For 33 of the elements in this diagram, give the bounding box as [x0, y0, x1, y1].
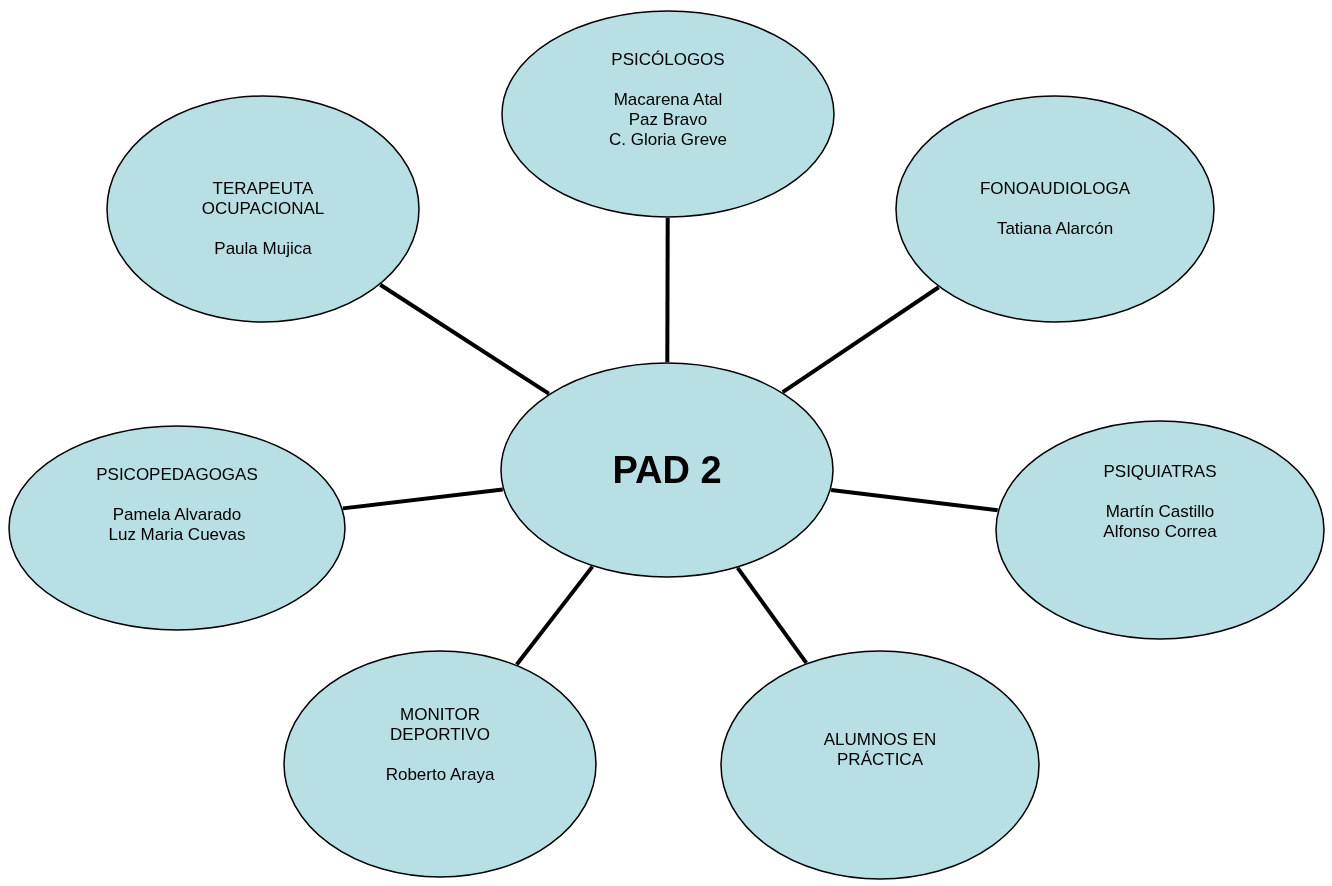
node-heading: ALUMNOS EN PRÁCTICA [822, 730, 938, 770]
person-name: Tatiana Alarcón [996, 219, 1114, 239]
person-name: Roberto Araya [385, 765, 495, 785]
ellipse-node [106, 95, 420, 323]
connector-line [665, 218, 670, 362]
node-heading: PSICOPEDAGOGAS [95, 465, 259, 485]
connector-line [781, 285, 940, 394]
node-title: PAD 2 [612, 448, 722, 492]
ellipse-node [8, 425, 346, 631]
ellipse-node [501, 10, 835, 218]
ellipse-node [500, 362, 834, 578]
ellipse-node [720, 650, 1040, 880]
person-name: Luz Maria Cuevas [108, 525, 246, 545]
person-name: Paz Bravo [628, 110, 708, 130]
connector-line [515, 565, 594, 666]
connector-line [379, 283, 550, 396]
ellipse-node [283, 650, 597, 878]
node-heading: PSICÓLOGOS [610, 50, 726, 70]
node-heading: TERAPEUTA OCUPACIONAL [200, 179, 326, 219]
node-heading: PSIQUIATRAS [1102, 462, 1218, 482]
connector-line [342, 487, 503, 511]
ellipse-node [895, 95, 1215, 323]
ellipse-node [995, 420, 1325, 640]
node-heading: FONOAUDIOLOGA [978, 179, 1132, 199]
connector-line [830, 488, 998, 513]
person-name: Pamela Alvarado [112, 505, 242, 525]
person-name: Martín Castillo [1105, 502, 1215, 522]
person-name: Paula Mujica [214, 239, 312, 259]
node-heading: MONITOR DEPORTIVO [389, 705, 491, 745]
person-name: Alfonso Correa [1103, 522, 1217, 542]
connector-line [736, 566, 808, 665]
person-name: Macarena Atal [613, 90, 723, 110]
person-name: C. Gloria Greve [608, 130, 728, 150]
